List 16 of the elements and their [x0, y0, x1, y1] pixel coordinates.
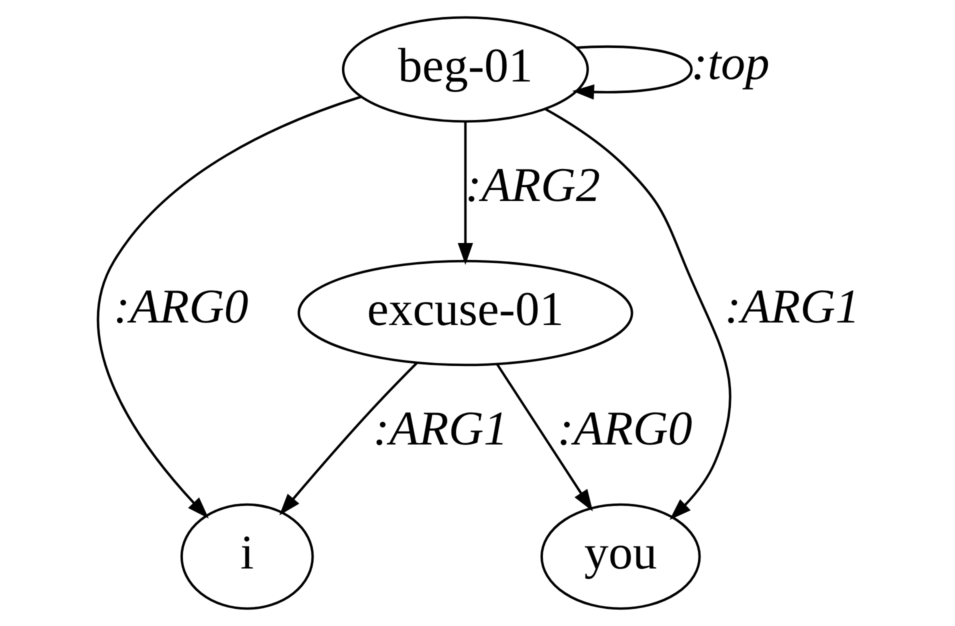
arrow [457, 121, 473, 265]
edge-label: :ARG0 [113, 280, 248, 334]
arrow [572, 46, 692, 100]
node-ellipse: i [180, 503, 314, 610]
edge-label: :top [690, 37, 770, 90]
edge-label: :ARG1 [372, 402, 508, 456]
edge-label: :ARG0 [557, 402, 692, 456]
arrow [544, 108, 731, 520]
arrow [495, 363, 592, 512]
arrow [278, 362, 418, 516]
arrow [96, 95, 362, 518]
edge-label: :ARG1 [724, 280, 860, 334]
node-ellipse: beg-01 [341, 16, 588, 123]
edge-label: :ARG2 [464, 158, 600, 212]
node-ellipse: excuse-01 [297, 260, 633, 366]
node-ellipse: you [540, 503, 700, 610]
